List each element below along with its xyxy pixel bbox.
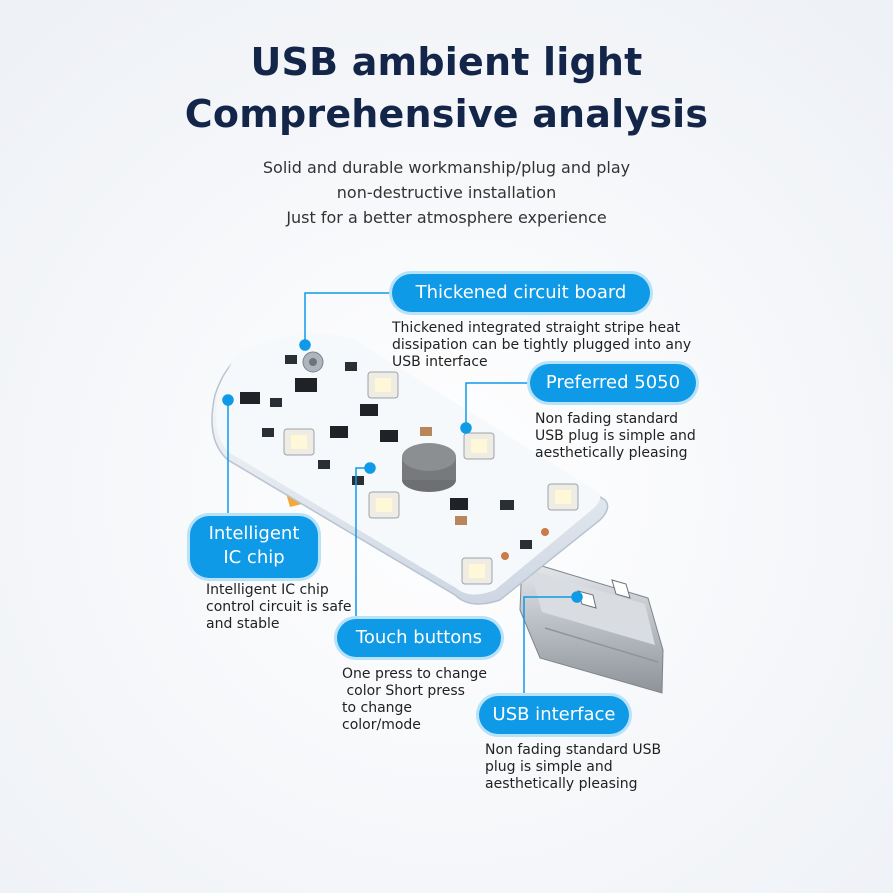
page-title-line2: Comprehensive analysis [184,92,709,136]
desc-line: color/mode [342,717,421,733]
component [520,540,532,549]
desc-line: One press to change [342,666,487,682]
desc-line: color Short press [342,683,465,699]
desc-line: Intelligent IC chip [206,582,329,598]
callout-preferred-5050-label: Preferred 5050 [530,364,696,402]
callout-circuit-board-label: Thickened circuit board [392,274,650,312]
subtitle-line: Solid and durable workmanship/plug and p… [262,158,631,177]
desc-line: aesthetically pleasing [485,776,638,792]
desc-line: control circuit is safe [206,599,352,615]
ic-chip [240,392,260,404]
desc-line: to change [342,700,413,716]
component [262,428,274,437]
page-title: USB ambient light [250,40,643,84]
component [270,398,282,407]
led-chip [367,371,399,399]
subtitle-line: non-destructive installation [336,183,557,202]
pcb-board [211,334,609,605]
desc-line: and stable [206,616,280,632]
component [318,460,330,469]
ic-chip [360,404,378,416]
capacitor [455,516,467,525]
microphone-icon [302,351,324,373]
callout-ic-chip-desc: Intelligent IC chip control circuit is s… [206,582,376,633]
callout-touch-buttons-desc: One press to change color Short press to… [342,666,512,734]
label-line: IC chip [223,547,285,568]
subtitle-line: Just for a better atmosphere experience [286,208,607,227]
desc-line: USB interface [392,354,488,370]
callout-preferred-5050-desc: Non fading standard USB plug is simple a… [535,411,735,462]
label-line: Intelligent [208,523,300,544]
callout-ic-chip-label: Intelligent IC chip [190,516,318,578]
callout-usb-interface-label: USB interface [479,696,629,734]
solder-pad [541,528,549,536]
callout-usb-interface-desc: Non fading standard USB plug is simple a… [485,742,705,793]
desc-line: USB plug is simple and [535,428,696,444]
led-chip [547,483,579,511]
desc-line: Non fading standard [535,411,678,427]
touch-button-sponge [402,443,456,492]
desc-line: plug is simple and [485,759,613,775]
component [345,362,357,371]
led-chip [283,428,315,456]
callout-circuit-board-desc: Thickened integrated straight stripe hea… [392,320,722,371]
led-chip [463,432,495,460]
led-chip [368,491,400,519]
desc-line: aesthetically pleasing [535,445,688,461]
component [500,500,514,510]
ic-chip [380,430,398,442]
desc-line: Thickened integrated straight stripe hea… [392,320,681,336]
usb-plug [519,559,664,694]
ic-chip [330,426,348,438]
desc-line: dissipation can be tightly plugged into … [392,337,692,353]
solder-pad [501,552,509,560]
ic-chip [450,498,468,510]
component [285,355,297,364]
desc-line: Non fading standard USB [485,742,662,758]
component [352,476,364,485]
led-chip [461,557,493,585]
callout-touch-buttons-label: Touch buttons [337,619,501,657]
capacitor [420,427,432,436]
ic-chip [295,378,317,392]
